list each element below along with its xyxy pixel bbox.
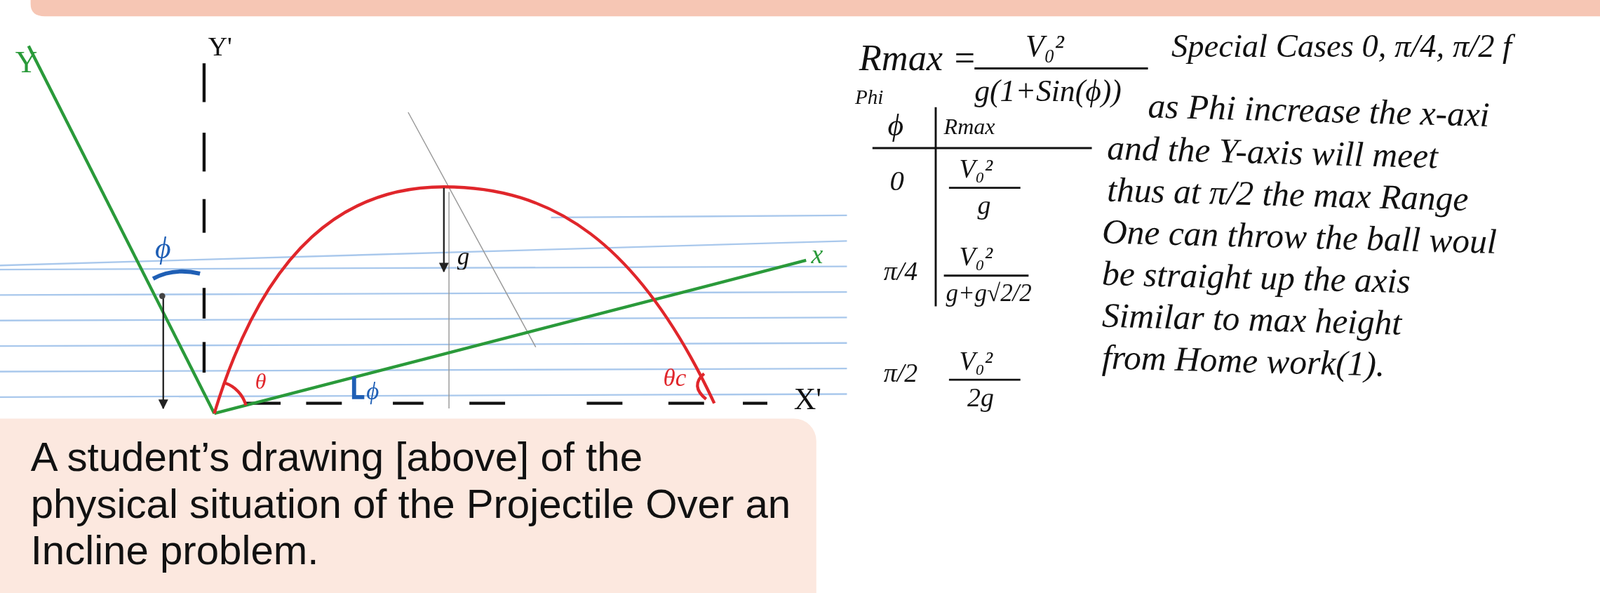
table-cell: V₀² [958, 155, 993, 185]
table-cell: V₀² [958, 347, 993, 377]
heading-note: Special Cases 0, π/4, π/2 f [1171, 28, 1512, 65]
angle-label: ϕ [155, 230, 172, 265]
formula-term: Rmax = [859, 38, 978, 80]
y-prime-dashes [202, 63, 206, 373]
note-line: from Home work(1). [1101, 338, 1386, 384]
note-line: thus at π/2 the max Range [1106, 170, 1469, 219]
trajectory [213, 186, 715, 414]
axis-label: x [811, 240, 824, 271]
angle-label: ϕ [366, 377, 379, 405]
axis-label: Y' [208, 32, 233, 63]
axis-label: Y [15, 44, 38, 79]
incline-y-axis [28, 45, 215, 414]
axis-dot [159, 293, 166, 300]
force-label: g [457, 242, 470, 270]
incline-x-axis [213, 260, 806, 414]
note-line: Similar to max height [1101, 296, 1403, 343]
phi-arc [152, 271, 200, 279]
formula-term: V₀² [1025, 28, 1065, 63]
caption-text: A student’s drawing [above] of the physi… [30, 432, 797, 574]
table-header: ϕ [888, 108, 905, 142]
angle-label: θ [255, 369, 267, 395]
note-line: as Phi increase the x-axi [1147, 86, 1490, 134]
caption-panel: A student’s drawing [above] of the physi… [0, 418, 817, 593]
theta-c-arc [697, 373, 706, 399]
table-cell: g [977, 191, 992, 221]
gravity-arrow [443, 187, 445, 272]
axis-label: X' [794, 381, 822, 416]
table-header: Rmax [944, 114, 996, 139]
table-cell: g+g√2/2 [946, 279, 1032, 307]
table-cell: 0 [890, 165, 905, 198]
angle-label: θc [663, 364, 687, 391]
note-line: be straight up the axis [1101, 253, 1411, 301]
table-cell: 2g [967, 383, 994, 414]
table-cell: V₀² [958, 242, 993, 273]
phi-angle-mark [354, 376, 365, 398]
guide-lines [408, 112, 536, 409]
formula-term: g(1+Sin(ϕ)) [974, 73, 1122, 108]
height-arrow [162, 298, 165, 409]
table-cell: π/2 [883, 359, 918, 389]
x-prime-dashes [244, 401, 768, 405]
note-line: One can throw the ball woul [1101, 212, 1497, 261]
table-cell: π/4 [883, 257, 918, 287]
note-line: and the Y-axis will meet [1106, 128, 1439, 176]
top-band [30, 0, 1600, 17]
table-note: Phi [855, 85, 884, 109]
theta-arc [224, 382, 247, 406]
